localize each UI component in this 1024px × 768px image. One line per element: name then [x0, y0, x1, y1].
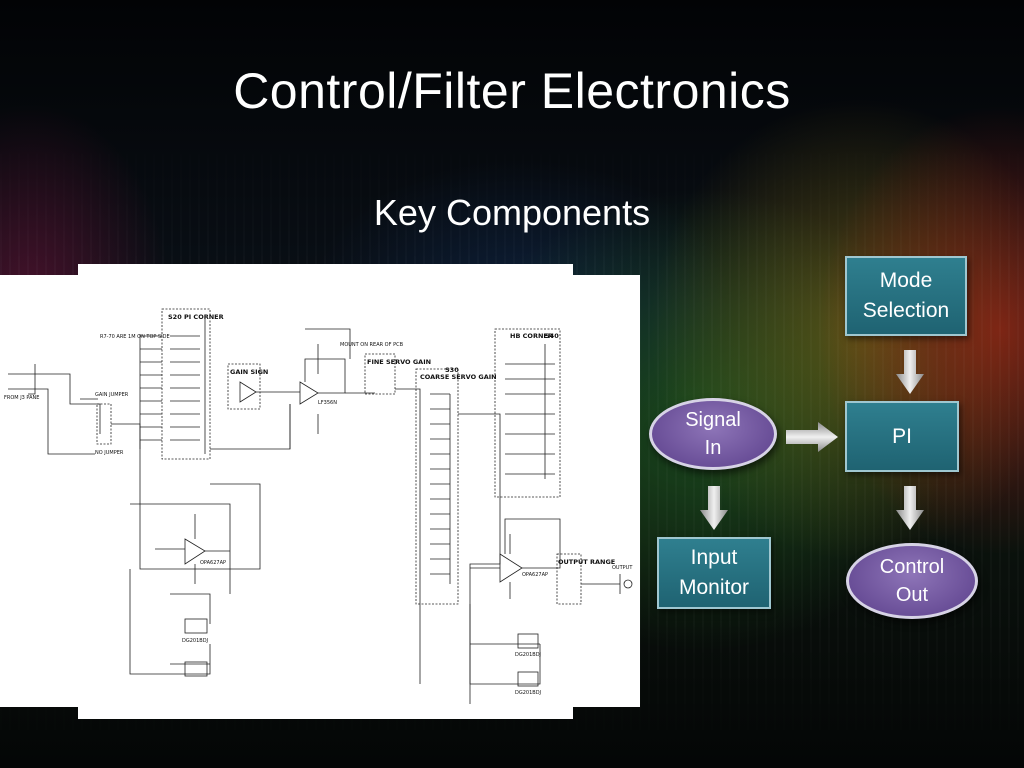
arrow-right-icon [786, 422, 838, 452]
mode-selection-box: Mode Selection [845, 256, 967, 336]
schematic-label-mount-note: MOUNT ON REAR OF PCB [340, 342, 404, 348]
signal-in-line-2: In [704, 437, 722, 459]
schematic-label-s40: S40 [545, 332, 559, 340]
control-out-oval: Control Out [846, 543, 978, 619]
schematic-label-coarse-servo-gain: COARSE SERVO GAIN [420, 373, 497, 381]
arrow-down-icon [896, 350, 924, 394]
slide-subtitle: Key Components [373, 192, 651, 233]
mode-selection-line-1: Mode [879, 269, 933, 292]
schematic-label-opamp-1: OPA627AP [200, 560, 226, 566]
signal-in-line-1: Signal [685, 409, 741, 431]
input-monitor-box: Input Monitor [657, 537, 771, 609]
schematic-label-gain-sign: GAIN SIGN [230, 368, 268, 376]
schematic-label-gain-jumper: GAIN JUMPER [95, 392, 129, 398]
schematic-label-output-range: OUTPUT RANGE [558, 558, 615, 566]
schematic-panel-main [0, 275, 640, 707]
control-out-line-1: Control [879, 556, 945, 578]
slide-title: Control/Filter Electronics [233, 63, 791, 119]
circuit-schematic: S20 PI CORNER GAIN SIGN FINE SERVO GAIN … [4, 308, 633, 704]
schematic-label-from-j3: FROM J3 PANE [4, 395, 39, 401]
schematic-label-pot-note: R7-70 ARE 1M ON TOP SIDE [100, 334, 170, 340]
control-out-line-2: Out [895, 584, 929, 606]
arrow-down-icon [896, 486, 924, 530]
schematic-label-mux-1: DG201BDJ [182, 638, 208, 644]
pi-label: PI [892, 424, 912, 448]
schematic-label-fine-servo-gain: FINE SERVO GAIN [367, 358, 431, 366]
input-monitor-line-2: Monitor [678, 576, 750, 599]
arrow-down-icon [700, 486, 728, 530]
schematic-label-opamp-3: LF356N [318, 400, 337, 406]
schematic-label-mux-2: DG201BDJ [515, 652, 541, 658]
schematic-label-s30: S30 [445, 366, 459, 374]
schematic-label-output: OUTPUT [612, 565, 633, 571]
schematic-panel-bottom [112, 700, 572, 719]
input-monitor-line-1: Input [690, 546, 738, 569]
schematic-label-mux-3: DG201BDJ [515, 690, 541, 696]
signal-in-oval: Signal In [649, 398, 777, 470]
schematic-label-opamp-2: OPA627AP [522, 572, 548, 578]
schematic-label-hb-corner: HB CORNER [510, 332, 553, 340]
schematic-label-no-jumper: NO JUMPER [95, 450, 124, 456]
schematic-label-pi-corner: S20 PI CORNER [168, 313, 224, 321]
mode-selection-line-2: Selection [862, 299, 950, 322]
pi-box: PI [845, 401, 959, 472]
